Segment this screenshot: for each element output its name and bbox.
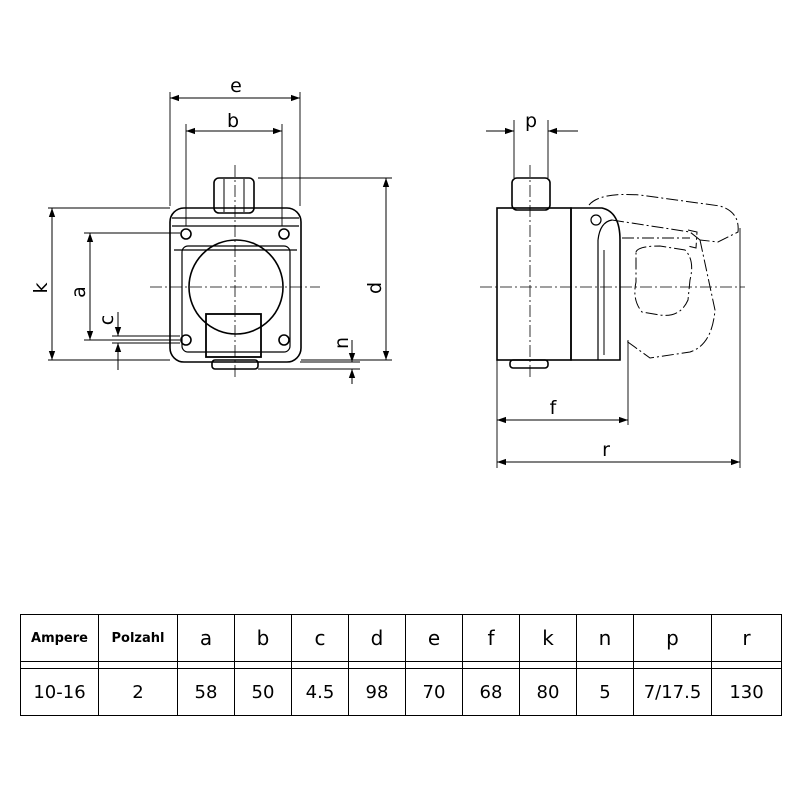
dim-label-d: d (364, 282, 386, 294)
side-lid (570, 207, 621, 361)
value-cell: 130 (711, 668, 782, 716)
value-cell: 2 (98, 668, 178, 716)
side-gland (509, 359, 549, 369)
value-cell: 4.5 (291, 668, 349, 716)
side-view (496, 177, 621, 369)
header-cell: b (234, 614, 292, 662)
spec-table-wrap: Ampere Polzahl a b c d e f k n p r 10-16… (20, 614, 782, 716)
header-cell: p (633, 614, 712, 662)
spec-table: Ampere Polzahl a b c d e f k n p r 10-16… (20, 614, 782, 716)
technical-drawing: e b k a c d n p f r (30, 75, 745, 468)
side-body (496, 207, 572, 361)
socket-opening (188, 239, 284, 335)
dim-label-p: p (525, 110, 537, 132)
value-cell: 58 (177, 668, 235, 716)
header-cell: r (711, 614, 782, 662)
screw (278, 334, 290, 346)
dim-label-a: a (68, 286, 90, 298)
dim-label-f: f (550, 397, 558, 419)
front-extension-lines (48, 92, 392, 370)
housing-body (169, 207, 302, 363)
value-cell: 70 (405, 668, 463, 716)
table-row: 10-16 2 58 50 4.5 98 70 68 80 5 7/17.5 1… (20, 668, 782, 716)
header-cell: Ampere (20, 614, 99, 662)
header-cell: a (177, 614, 235, 662)
front-centerlines (150, 165, 320, 380)
front-view (169, 177, 302, 370)
header-cell: Polzahl (98, 614, 178, 662)
dim-label-k: k (30, 282, 52, 293)
side-dimension-lines (486, 127, 740, 466)
value-cell: 98 (348, 668, 406, 716)
header-cell: d (348, 614, 406, 662)
table-header-row: Ampere Polzahl a b c d e f k n p r (20, 614, 782, 662)
dim-label-n: n (331, 337, 353, 349)
dim-label-r: r (602, 439, 610, 461)
value-cell: 7/17.5 (633, 668, 712, 716)
header-cell: e (405, 614, 463, 662)
value-cell: 68 (462, 668, 520, 716)
value-cell: 5 (576, 668, 634, 716)
value-cell: 10-16 (20, 668, 99, 716)
table-divider-row (20, 661, 782, 669)
side-extension-lines (496, 120, 741, 468)
header-cell: n (576, 614, 634, 662)
value-cell: 80 (519, 668, 577, 716)
plug-phantom (588, 194, 739, 359)
header-cell: k (519, 614, 577, 662)
side-centerlines (480, 165, 745, 380)
dim-label-b: b (227, 110, 239, 132)
screw (180, 334, 192, 346)
side-knob (511, 177, 551, 211)
screw (180, 228, 192, 240)
socket-flap (205, 313, 262, 358)
value-cell: 50 (234, 668, 292, 716)
header-cell: f (462, 614, 520, 662)
dim-label-c: c (96, 315, 118, 325)
front-dimension-lines (48, 94, 390, 384)
dim-label-e: e (230, 75, 242, 97)
screw (278, 228, 290, 240)
header-cell: c (291, 614, 349, 662)
top-knob (213, 177, 255, 214)
